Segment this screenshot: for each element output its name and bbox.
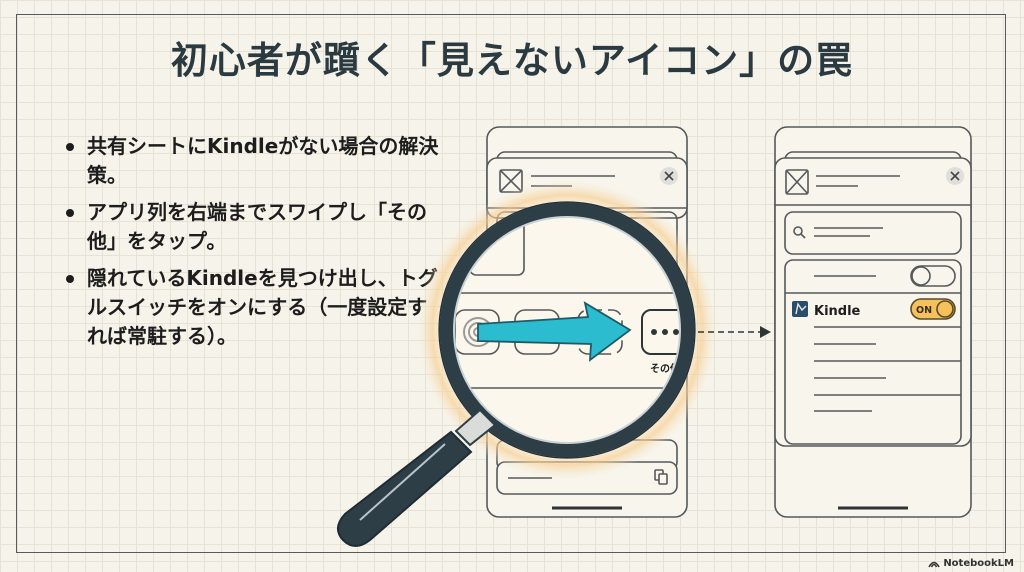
close-icon: [660, 167, 678, 185]
watermark-text: NotebookLM: [943, 558, 1014, 569]
bullet-item: 隠れているKindleを見つけ出し、トグルスイッチをオンにする（一度設定すれば常…: [62, 264, 442, 351]
kindle-app-name: Kindle: [814, 304, 861, 319]
kindle-row[interactable]: Kindle ON: [792, 298, 956, 320]
search-icon: [793, 226, 806, 239]
magnifier-icon: [337, 201, 696, 547]
connector-arrow-icon: [688, 326, 771, 338]
bullet-item: アプリ列を右端までスワイプし「その他」をタップ。: [62, 198, 442, 256]
search-field: [784, 211, 962, 255]
copy-icon: [654, 469, 668, 485]
kindle-app-icon: [792, 301, 808, 317]
magnified-share-row: [449, 212, 685, 448]
bullet-item: 共有シートにKindleがない場合の解決策。: [62, 132, 442, 190]
bullet-list: 共有シートにKindleがない場合の解決策。 アプリ列を右端までスワイプし「その…: [62, 132, 442, 359]
slide-frame: [16, 14, 1006, 553]
right-phone-mockup: [774, 126, 972, 518]
more-dots-icon: [651, 329, 657, 335]
notebooklm-logo-icon: [928, 561, 941, 568]
kindle-toggle-on[interactable]: ON: [910, 298, 956, 320]
image-placeholder-icon: [785, 169, 809, 195]
slide-title: 初心者が躓く「見えないアイコン」の罠: [170, 39, 854, 82]
close-icon: [946, 167, 964, 185]
swipe-arrow-icon: [477, 301, 632, 362]
notebooklm-watermark: NotebookLM: [928, 558, 1014, 569]
toggle-label: ON: [916, 305, 932, 316]
